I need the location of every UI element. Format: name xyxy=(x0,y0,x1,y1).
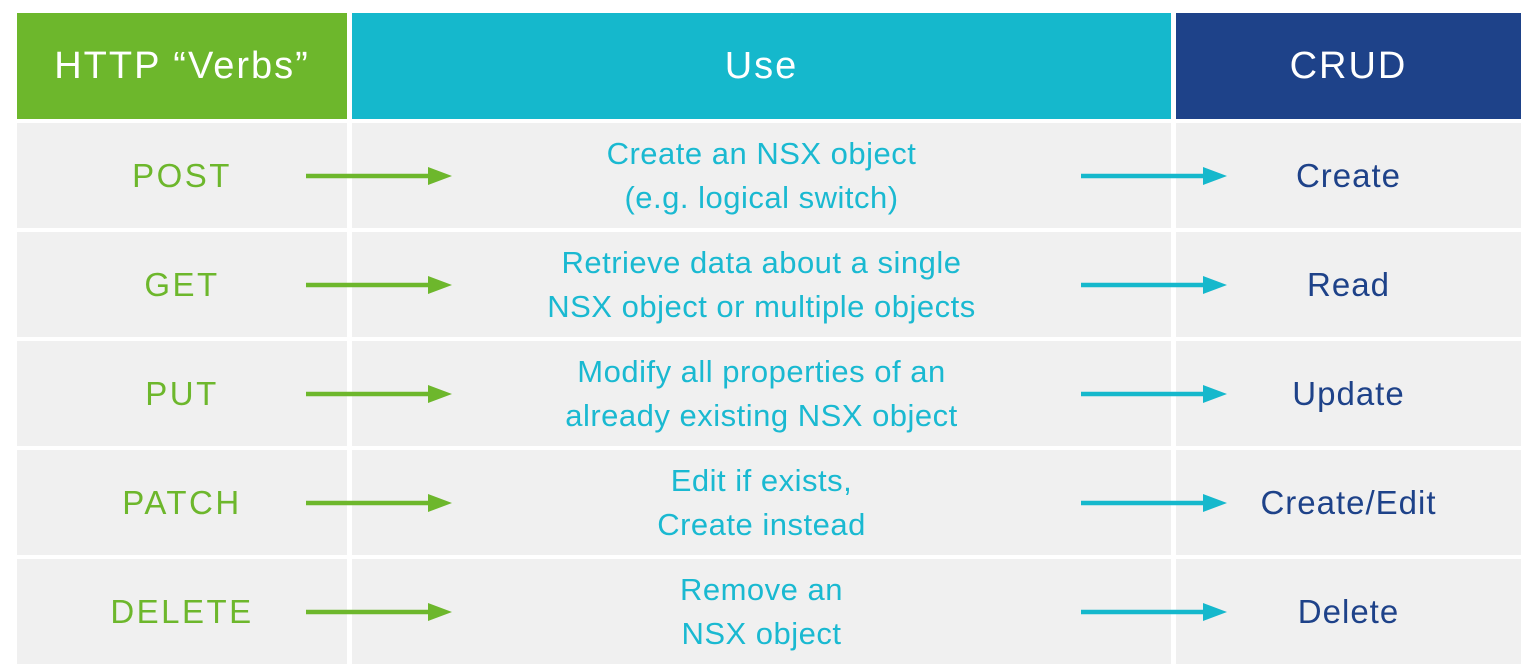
verb-cell-patch: PATCH xyxy=(17,450,452,555)
use-cell-put: Modify all properties of an already exis… xyxy=(352,341,1227,446)
use-description: Edit if exists, Create instead xyxy=(657,459,866,547)
use-line-2: NSX object xyxy=(681,615,842,651)
crud-label: Read xyxy=(1307,265,1390,303)
use-line-1: Retrieve data about a single xyxy=(561,244,962,280)
http-verb-label: GET xyxy=(144,265,220,303)
use-line-2: Create instead xyxy=(657,506,866,542)
header-http-verbs-label: HTTP “Verbs” xyxy=(54,44,310,87)
crud-cell-put: Update xyxy=(1176,341,1521,446)
crud-cell-delete: Delete xyxy=(1176,559,1521,664)
verb-cell-get: GET xyxy=(17,232,452,337)
use-line-1: Create an NSX object xyxy=(606,135,917,171)
use-line-1: Modify all properties of an xyxy=(577,353,946,389)
crud-label: Create/Edit xyxy=(1260,483,1437,521)
http-verb-label: PUT xyxy=(145,374,219,412)
crud-label: Delete xyxy=(1297,592,1400,630)
use-cell-patch: Edit if exists, Create instead xyxy=(352,450,1227,555)
crud-label: Update xyxy=(1292,374,1405,412)
use-description: Remove an NSX object xyxy=(680,568,843,656)
use-line-2: already existing NSX object xyxy=(565,397,958,433)
http-verb-label: PATCH xyxy=(122,483,242,521)
header-http-verbs: HTTP “Verbs” xyxy=(17,13,347,119)
header-crud: CRUD xyxy=(1176,13,1521,119)
verb-cell-delete: DELETE xyxy=(17,559,452,664)
header-use: Use xyxy=(352,13,1171,119)
use-line-2: NSX object or multiple objects xyxy=(547,288,976,324)
use-line-1: Remove an xyxy=(679,571,844,607)
verb-cell-put: PUT xyxy=(17,341,452,446)
use-line-1: Edit if exists, xyxy=(670,462,853,498)
crud-cell-get: Read xyxy=(1176,232,1521,337)
header-crud-label: CRUD xyxy=(1289,44,1408,87)
http-verb-label: POST xyxy=(132,156,232,194)
verbs-crud-table: HTTP “Verbs” Use CRUD POST Create an NSX… xyxy=(17,13,1521,664)
use-description: Modify all properties of an already exis… xyxy=(565,350,958,438)
http-verb-label: DELETE xyxy=(110,592,254,630)
use-description: Create an NSX object (e.g. logical switc… xyxy=(607,132,917,220)
use-description: Retrieve data about a single NSX object … xyxy=(547,241,976,329)
crud-cell-post: Create xyxy=(1176,123,1521,228)
header-use-label: Use xyxy=(724,44,799,87)
verb-cell-post: POST xyxy=(17,123,452,228)
use-cell-delete: Remove an NSX object xyxy=(352,559,1227,664)
use-cell-get: Retrieve data about a single NSX object … xyxy=(352,232,1227,337)
crud-label: Create xyxy=(1295,156,1402,194)
crud-cell-patch: Create/Edit xyxy=(1176,450,1521,555)
use-line-2: (e.g. logical switch) xyxy=(624,179,899,215)
use-cell-post: Create an NSX object (e.g. logical switc… xyxy=(352,123,1227,228)
